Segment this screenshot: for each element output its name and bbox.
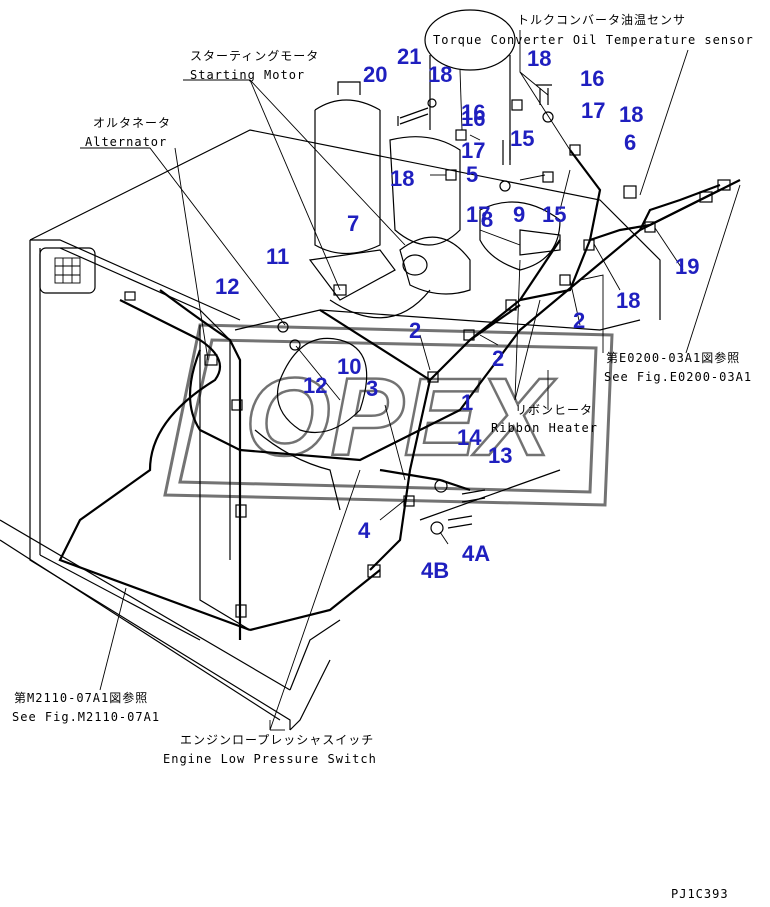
alternator-en: Alternator [85, 135, 167, 149]
callout-alternator: オルタネータ Alternator [85, 116, 171, 149]
part-number: 6 [624, 130, 636, 155]
part-number: 15 [542, 202, 566, 227]
see-m2110-en: See Fig.M2110-07A1 [12, 710, 160, 724]
part-number: 18 [428, 62, 452, 87]
callout-ribbon-heater: リボンヒータ Ribbon Heater [491, 403, 598, 435]
machine-frame [0, 129, 661, 731]
part-number: 3 [366, 376, 378, 401]
part-number: 16 [461, 106, 485, 131]
callout-torque-sensor: トルクコンバータ油温センサ Torque Converter Oil Tempe… [433, 13, 754, 47]
part-number: 4 [358, 518, 371, 543]
part-number: 4B [421, 558, 449, 583]
see-e0200-jp: 第E0200-03A1図参照 [606, 350, 740, 365]
part-number: 12 [215, 274, 239, 299]
part-number: 12 [303, 373, 327, 398]
watermark: OPEX [163, 323, 614, 507]
part-number: 5 [466, 162, 478, 187]
part-number: 16 [461, 100, 485, 125]
see-m2110-jp: 第M2110-07A1図参照 [14, 690, 148, 705]
alternator-jp: オルタネータ [93, 116, 171, 130]
torque-sensor-en: Torque Converter Oil Temperature sensor [433, 33, 754, 47]
see-e0200-en: See Fig.E0200-03A1 [604, 370, 752, 384]
part-number: 21 [397, 44, 421, 69]
torque-sensor-jp: トルクコンバータ油温センサ [517, 13, 686, 27]
part-number: 16 [580, 66, 604, 91]
part-number: 2 [492, 346, 504, 371]
part-number: 17 [461, 138, 485, 163]
part-number: 9 [513, 202, 525, 227]
part-number: 1 [461, 390, 473, 415]
part-number: 17 [581, 98, 605, 123]
part-number: 4A [462, 541, 490, 566]
part-number: 8 [481, 207, 493, 232]
part-number: 13 [488, 443, 512, 468]
part-number: 11 [266, 244, 289, 269]
callout-see-e0200: 第E0200-03A1図参照 See Fig.E0200-03A1 [604, 350, 752, 384]
part-number: 19 [675, 254, 699, 279]
leader-lines [80, 30, 741, 731]
part-number: 18 [390, 166, 414, 191]
low-pressure-switch-jp: エンジンロープレッシャスイッチ [180, 733, 374, 747]
part-number: 7 [347, 211, 359, 236]
part-number: 18 [616, 288, 640, 313]
part-number: 2 [409, 318, 421, 343]
part-number: 2 [573, 308, 585, 333]
callout-see-m2110: 第M2110-07A1図参照 See Fig.M2110-07A1 [12, 690, 160, 724]
callout-starting-motor: スターティングモータ Starting Motor [190, 49, 319, 82]
part-number: 14 [457, 425, 482, 450]
part-number: 20 [363, 62, 387, 87]
ribbon-heater-jp: リボンヒータ [515, 403, 593, 417]
starting-motor-en: Starting Motor [190, 68, 305, 82]
radiator-cap-icon [39, 247, 96, 294]
ribbon-heater-en: Ribbon Heater [491, 421, 598, 435]
low-pressure-switch-en: Engine Low Pressure Switch [163, 752, 377, 766]
drawing-code: PJ1C393 [671, 887, 729, 901]
watermark-text: OPEX [245, 356, 556, 479]
part-number: 15 [510, 126, 534, 151]
part-number: 18 [619, 102, 643, 127]
part-number: 10 [337, 354, 361, 379]
engine-assembly [254, 9, 561, 511]
part-number: 17 [466, 202, 490, 227]
callout-low-pressure-switch: エンジンロープレッシャスイッチ Engine Low Pressure Swit… [163, 733, 377, 766]
starting-motor-jp: スターティングモータ [190, 49, 319, 63]
part-number: 18 [527, 46, 551, 71]
part-numbers: 18 16 21 20 18 17 16 15 17 18 6 18 5 17 … [215, 44, 699, 583]
